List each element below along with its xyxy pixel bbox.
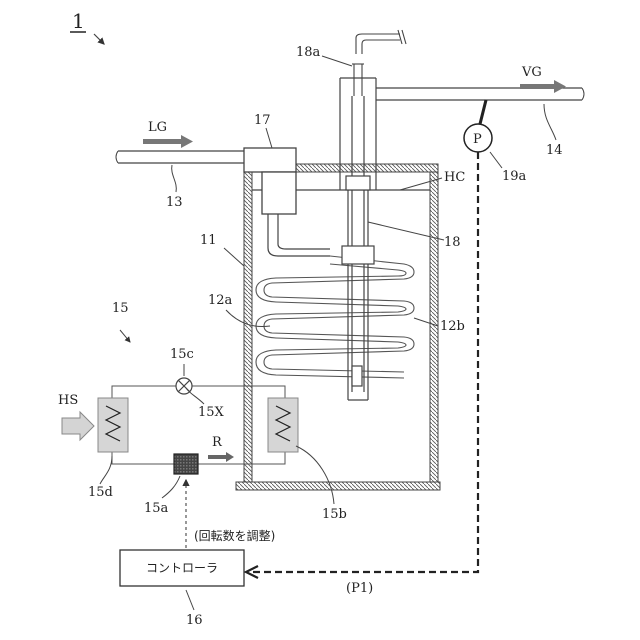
heat-exchanger-15d xyxy=(98,398,128,452)
label-18a: 18a xyxy=(296,45,321,60)
heat-exchanger-15b xyxy=(268,398,298,452)
hs-label: HS xyxy=(58,393,78,408)
refrigeration-circuit-15 xyxy=(112,386,285,464)
label-15x: 15X xyxy=(198,405,225,420)
label-15: 15 xyxy=(112,301,129,316)
label-14: 14 xyxy=(546,143,563,158)
label-12a: 12a xyxy=(208,293,233,308)
rpm-adjust-label: (回転数を調整) xyxy=(194,528,275,543)
vapor-outlet-pipe xyxy=(376,88,584,100)
hs-heat-source-arrow xyxy=(62,412,94,440)
hc-label: HC xyxy=(444,170,465,185)
pressure-symbol: P xyxy=(473,132,482,147)
r-flow-arrow xyxy=(208,452,234,462)
label-18: 18 xyxy=(444,235,461,250)
r-label: R xyxy=(212,435,223,450)
lg-flow-arrow xyxy=(143,135,193,148)
label-15c: 15c xyxy=(170,347,194,362)
svg-text:1: 1 xyxy=(72,9,85,33)
label-12b: 12b xyxy=(440,319,465,334)
label-13: 13 xyxy=(166,195,183,210)
vg-flow-arrow xyxy=(520,80,566,93)
p1-label: (P1) xyxy=(346,581,373,596)
label-15a: 15a xyxy=(144,501,169,516)
label-15d: 15d xyxy=(88,485,113,500)
compressor-15a xyxy=(174,454,198,474)
controller-label: コントローラ xyxy=(146,561,218,575)
pressure-signal-line xyxy=(252,152,478,572)
label-15b: 15b xyxy=(322,507,347,522)
label-11: 11 xyxy=(200,233,217,248)
liquid-inlet-pipe xyxy=(116,151,246,163)
label-16: 16 xyxy=(186,613,203,628)
coil-12 xyxy=(256,256,414,378)
lg-label: LG xyxy=(148,120,167,135)
label-17: 17 xyxy=(254,113,271,128)
vg-label: VG xyxy=(521,65,542,80)
sensor-18a xyxy=(352,30,406,96)
figure-number: 1 xyxy=(70,9,104,44)
label-19a: 19a xyxy=(502,169,527,184)
